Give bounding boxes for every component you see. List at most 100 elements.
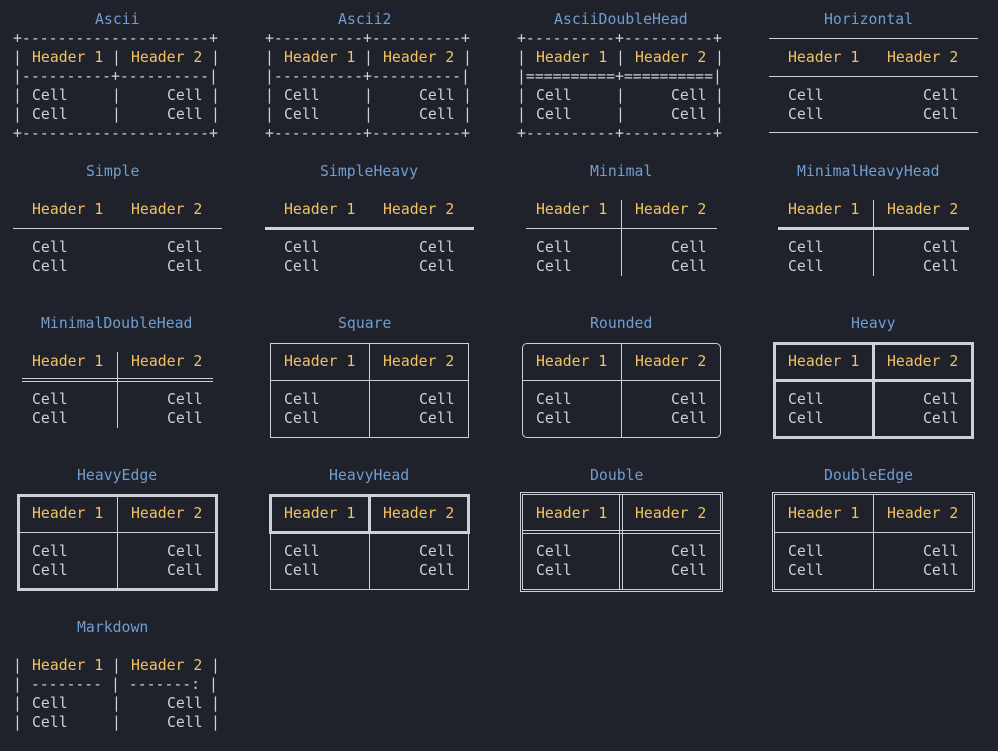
table-cell: Cell: [788, 87, 824, 104]
table-cell: Cell: [923, 106, 959, 123]
table-border: [270, 380, 469, 381]
table-cell: Cell: [923, 543, 959, 560]
ascii-border-line: |: [517, 49, 526, 66]
column-header: Header 2: [635, 201, 707, 218]
table-cell: Cell: [284, 106, 320, 123]
column-header: Header 2: [131, 657, 203, 674]
table-title: DoubleEdge: [824, 467, 914, 484]
table-cell: Cell: [671, 543, 707, 560]
table-title: Heavy: [851, 315, 896, 332]
table-cell: Cell: [923, 87, 959, 104]
markdown-border: |: [211, 714, 220, 731]
ascii-border-line: |: [517, 106, 526, 123]
table-cell: Cell: [32, 543, 68, 560]
table-cell: Cell: [167, 391, 203, 408]
table-border: [526, 228, 717, 229]
column-header: Header 1: [32, 353, 104, 370]
table-border: [872, 342, 875, 439]
column-header: Header 2: [887, 201, 959, 218]
table-border: [13, 228, 222, 229]
column-header: Header 1: [536, 353, 608, 370]
column-header: Header 1: [284, 201, 356, 218]
ascii-border-line: +----------+----------+: [265, 30, 470, 47]
markdown-border: |: [211, 657, 220, 674]
table-cell: Cell: [32, 239, 68, 256]
table-cell: Cell: [32, 391, 68, 408]
ascii-border-line: |: [616, 106, 625, 123]
table-cell: Cell: [167, 87, 203, 104]
table-title: Minimal: [590, 163, 653, 180]
column-header: Header 2: [383, 505, 455, 522]
table-border: [270, 534, 271, 590]
table-cell: Cell: [671, 410, 707, 427]
column-header: Header 1: [284, 353, 356, 370]
column-header: Header 2: [131, 201, 203, 218]
ascii-border-line: |: [112, 106, 121, 123]
column-header: Header 2: [635, 505, 707, 522]
ascii-border-line: |: [616, 87, 625, 104]
column-header: Header 1: [536, 201, 608, 218]
table-border: [22, 378, 213, 379]
table-border: [522, 380, 721, 381]
table-border: [17, 532, 218, 533]
table-border: [619, 495, 620, 589]
table-cell: Cell: [419, 543, 455, 560]
column-header: Header 1: [788, 505, 860, 522]
table-cell: Cell: [923, 410, 959, 427]
table-cell: Cell: [923, 239, 959, 256]
markdown-border: |: [112, 695, 121, 712]
table-cell: Cell: [284, 543, 320, 560]
table-cell: Cell: [284, 239, 320, 256]
table-title: SimpleHeavy: [320, 163, 418, 180]
table-cell: Cell: [788, 410, 824, 427]
table-cell: Cell: [536, 239, 572, 256]
table-border: [775, 532, 972, 533]
table-border: [368, 494, 371, 534]
table-border: [523, 530, 720, 531]
table-border: [773, 379, 974, 382]
column-header: Header 1: [788, 353, 860, 370]
table-title: MinimalDoubleHead: [41, 315, 193, 332]
table-cell: Cell: [32, 87, 68, 104]
ascii-border-line: |: [211, 106, 220, 123]
table-cell: Cell: [788, 258, 824, 275]
markdown-border: |: [13, 714, 22, 731]
column-header: Header 2: [131, 505, 203, 522]
table-cell: Cell: [671, 391, 707, 408]
table-cell: Cell: [419, 562, 455, 579]
table-border: [523, 533, 720, 534]
ascii-border-line: +----------+----------+: [265, 125, 470, 142]
table-title: MinimalHeavyHead: [797, 163, 940, 180]
table-border: [772, 492, 975, 592]
markdown-border: |: [13, 657, 22, 674]
table-cell: Cell: [923, 391, 959, 408]
table-cell: Cell: [32, 562, 68, 579]
table-cell: Cell: [536, 87, 572, 104]
table-cell: Cell: [32, 106, 68, 123]
table-cell: Cell: [32, 714, 68, 731]
table-border: [769, 38, 978, 39]
table-cell: Cell: [419, 258, 455, 275]
ascii-border-line: +----------+----------+: [517, 30, 722, 47]
table-cell: Cell: [284, 410, 320, 427]
table-border: [621, 200, 622, 276]
table-cell: Cell: [167, 410, 203, 427]
table-cell: Cell: [923, 258, 959, 275]
table-cell: Cell: [167, 562, 203, 579]
table-cell: Cell: [419, 106, 455, 123]
table-title: Square: [338, 315, 392, 332]
table-cell: Cell: [167, 695, 203, 712]
table-title: Ascii2: [338, 11, 392, 28]
markdown-border: | -------- | -------: |: [13, 676, 218, 693]
table-border: [622, 495, 623, 589]
table-cell: Cell: [671, 87, 707, 104]
markdown-border: |: [112, 714, 121, 731]
table-border: [369, 343, 370, 438]
column-header: Header 2: [887, 49, 959, 66]
ascii-border-line: |: [463, 87, 472, 104]
table-border: [520, 492, 723, 592]
table-border: [468, 534, 469, 590]
table-cell: Cell: [671, 562, 707, 579]
column-header: Header 1: [284, 49, 356, 66]
